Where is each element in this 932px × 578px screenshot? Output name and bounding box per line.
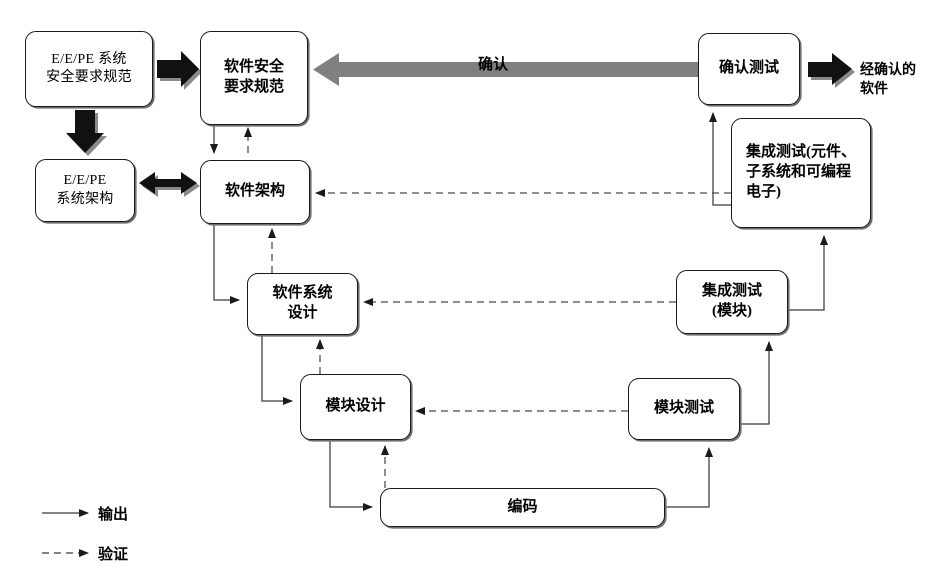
legend-item-verify-label: 验证 (98, 547, 129, 563)
node-software-system-design-label: 软件系统 设计 (272, 285, 333, 321)
wire-arch-to-sysdesign (213, 224, 240, 304)
wire-integration-components-to-validation (709, 112, 731, 206)
wire-coding-to-moduletest (665, 447, 713, 508)
wire-moduledesign-to-coding (329, 440, 373, 511)
node-integration-testing-components-label: 集成测试(元件、 子系统和可编程 电子) (746, 144, 856, 200)
block-arrow-eepe-to-ssr (157, 51, 202, 90)
node-software-system-design[interactable]: 软件系统 设计 (247, 273, 358, 335)
node-coding[interactable]: 编码 (380, 488, 665, 527)
legend-item-output: 输出 (98, 503, 128, 524)
node-software-safety-requirements[interactable]: 软件安全 要求规范 (200, 31, 308, 125)
node-eepe-system-architecture-label: E/E/PE 系统架构 (56, 173, 114, 207)
validated-software-label: 经确认的 软件 (860, 63, 916, 97)
node-validation-testing-label: 确认测试 (718, 60, 779, 77)
node-coding-label: 编码 (507, 498, 538, 515)
node-integration-testing-module[interactable]: 集成测试 (模块) (676, 270, 788, 334)
block-arrow-eepe-arch-bidirectional (139, 172, 200, 197)
node-eepe-safety-requirements[interactable]: E/E/PE 系统 安全要求规范 (25, 31, 153, 107)
block-arrow-eepe-req-to-eepe-arch (66, 110, 107, 156)
wire-sysdesign-to-moduledesign (261, 335, 293, 405)
node-integration-testing-module-label: 集成测试 (模块) (701, 283, 762, 319)
node-integration-testing-components[interactable]: 集成测试(元件、 子系统和可编程 电子) (731, 118, 871, 228)
node-software-architecture[interactable]: 软件架构 (200, 160, 310, 224)
node-software-architecture-label: 软件架构 (224, 183, 285, 200)
wire-moduletest-to-integration-module (740, 341, 773, 425)
block-arrow-validated-software (808, 53, 855, 88)
validation-arrow-label: 确认 (478, 56, 509, 73)
legend-item-verify: 验证 (98, 543, 128, 564)
node-software-safety-requirements-label: 软件安全 要求规范 (223, 59, 284, 95)
node-module-testing[interactable]: 模块测试 (628, 378, 740, 440)
node-module-testing-label: 模块测试 (653, 400, 714, 417)
block-arrow-validation (313, 53, 698, 86)
node-validation-testing[interactable]: 确认测试 (698, 33, 800, 105)
wire-integration-module-to-components (788, 235, 828, 311)
node-module-design-label: 模块设计 (325, 398, 386, 415)
node-eepe-safety-requirements-label: E/E/PE 系统 安全要求规范 (46, 51, 132, 85)
node-module-design[interactable]: 模块设计 (300, 374, 411, 440)
node-eepe-system-architecture[interactable]: E/E/PE 系统架构 (35, 159, 135, 222)
legend-item-output-label: 输出 (98, 507, 129, 523)
